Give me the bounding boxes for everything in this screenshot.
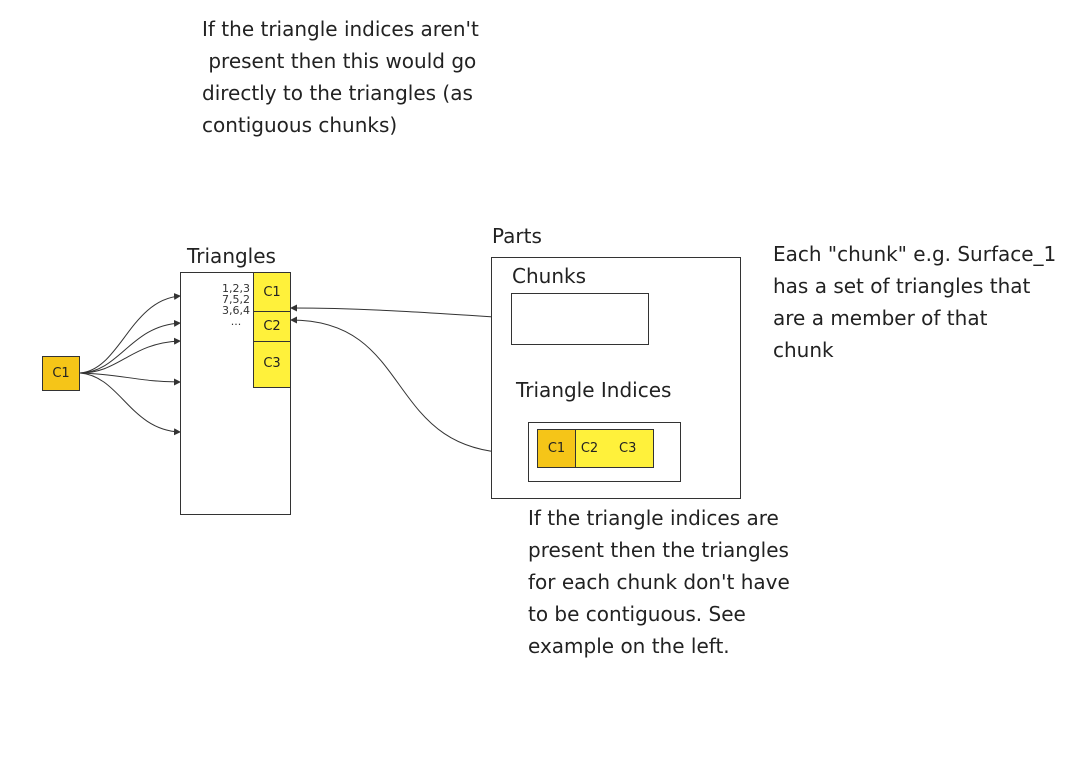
parts-label: Parts — [492, 224, 542, 248]
top-note-line: If the triangle indices aren't — [202, 17, 479, 41]
bottom-note-line: to be contiguous. See — [528, 602, 746, 626]
fan-arrow-5 — [79, 372, 181, 436]
indices-chunk-c2: C2 — [575, 429, 604, 468]
indices-chunk-c1: C1 — [537, 429, 576, 468]
indices-chunk-c3: C3 — [603, 429, 654, 468]
top-note-line: directly to the triangles (as — [202, 81, 473, 105]
bottom-note-line: for each chunk don't have — [528, 570, 790, 594]
chunks-box — [511, 293, 649, 345]
chunks-label: Chunks — [512, 264, 586, 288]
triangle-entry: ... — [230, 315, 242, 328]
indices-to-c2-arrow — [290, 316, 529, 454]
triangles-chunk-c1: C1 — [253, 272, 291, 312]
top-note-line: contiguous chunks) — [202, 113, 398, 137]
triangle-list: 1,2,3 7,5,2 3,6,4 ... — [208, 283, 250, 327]
top-note: If the triangle indices aren't present t… — [202, 13, 479, 141]
bottom-note: If the triangle indices are present then… — [528, 502, 790, 662]
triangle-indices-label: Triangle Indices — [516, 378, 672, 402]
fan-arrow-3 — [79, 337, 181, 374]
triangle-entry: 7,5,2 — [222, 293, 250, 306]
right-note-line: has a set of triangles that — [773, 274, 1031, 298]
triangles-chunk-c2: C2 — [253, 311, 291, 342]
triangles-chunk-c3: C3 — [253, 341, 291, 388]
triangles-label: Triangles — [187, 244, 276, 268]
right-note-line: chunk — [773, 338, 834, 362]
right-note-line: are a member of that — [773, 306, 988, 330]
triangle-entry: 3,6,4 — [222, 304, 250, 317]
bottom-note-line: example on the left. — [528, 634, 730, 658]
right-note-line: Each "chunk" e.g. Surface_1 — [773, 242, 1057, 266]
fan-arrow-4 — [79, 372, 181, 386]
bottom-note-line: present then the triangles — [528, 538, 789, 562]
top-note-line: present then this would go — [202, 49, 477, 73]
bottom-note-line: If the triangle indices are — [528, 506, 779, 530]
right-note: Each "chunk" e.g. Surface_1 has a set of… — [773, 238, 1056, 366]
chunks-to-c1-arrow — [290, 304, 512, 319]
triangle-entry: 1,2,3 — [222, 282, 250, 295]
standalone-chunk-c1: C1 — [42, 356, 80, 391]
fan-arrow-2 — [79, 319, 181, 374]
fan-arrow-1 — [79, 292, 181, 374]
